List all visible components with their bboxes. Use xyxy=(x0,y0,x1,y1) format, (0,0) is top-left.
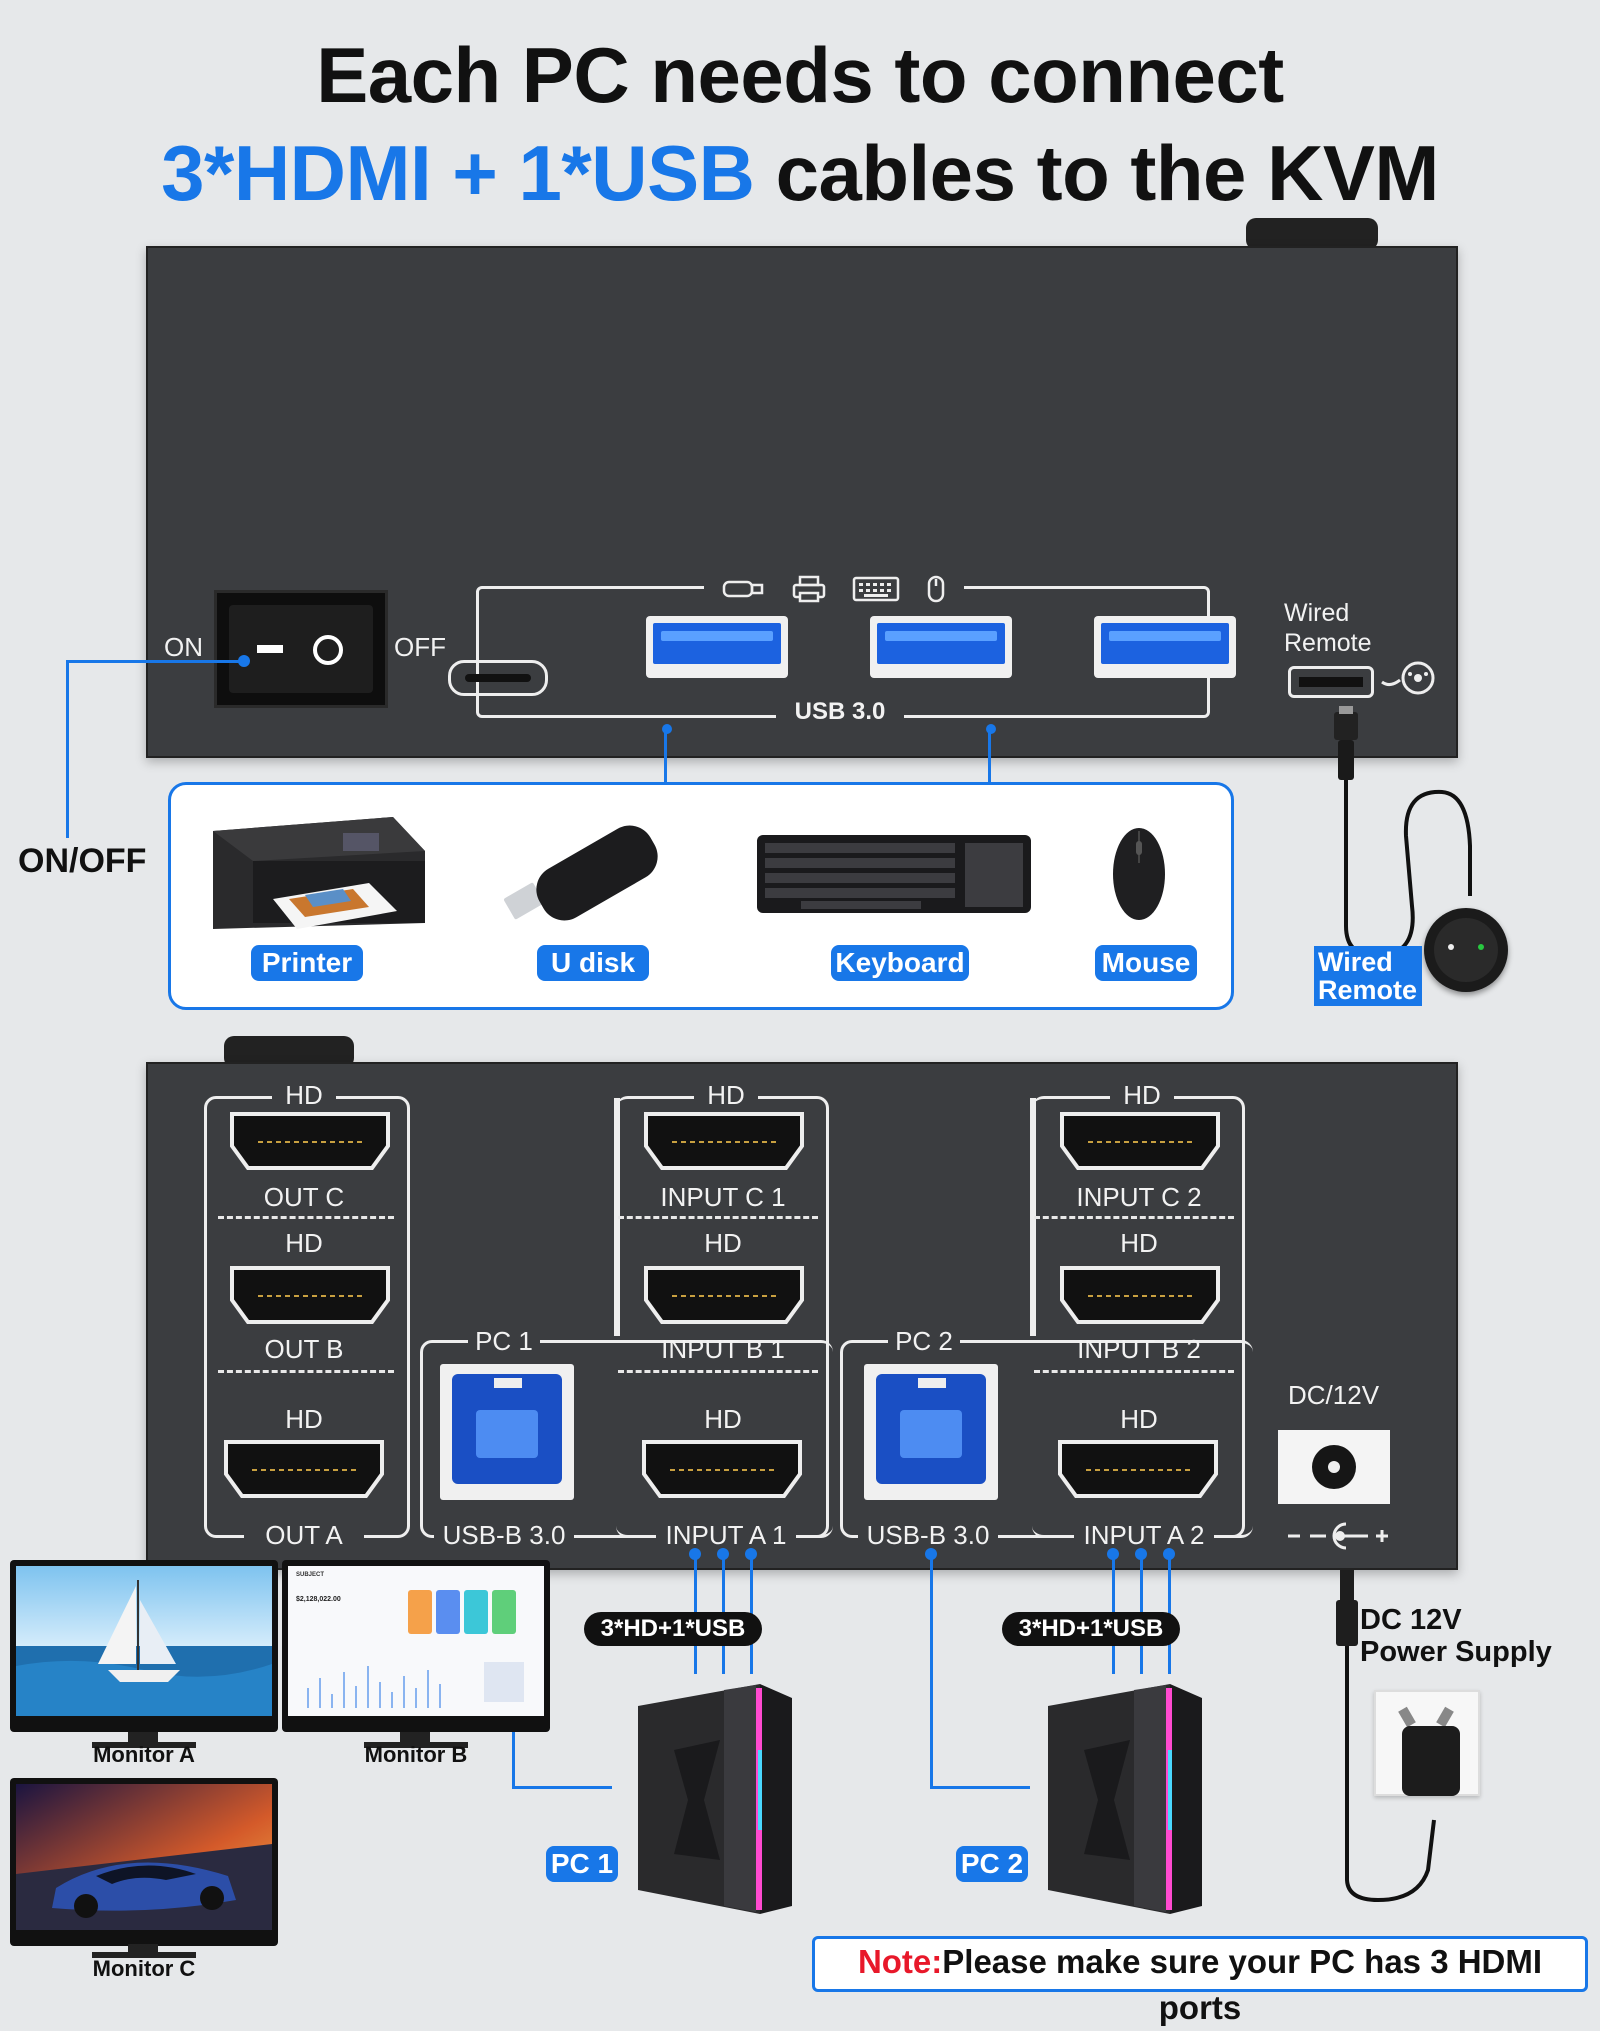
power-adapter xyxy=(1402,1726,1460,1796)
note-prefix: Note: xyxy=(857,1943,943,1980)
monitor-b-label: Monitor B xyxy=(364,1742,468,1767)
keyboard-label: Keyboard xyxy=(831,945,969,981)
on-off-callout: ON/OFF xyxy=(18,842,147,880)
dc-power-cable xyxy=(1336,1570,1436,1903)
headline-line-2: 3*HDMI + 1*USB cables to the KVM xyxy=(0,128,1600,219)
input-b1-label: INPUT B 1 xyxy=(661,1334,785,1364)
hd-label-in-a1: HD xyxy=(704,1404,742,1434)
out-a-label: OUT A xyxy=(244,1520,364,1551)
wired-remote-port[interactable] xyxy=(1288,666,1374,698)
printer-icon xyxy=(213,817,425,929)
monitor-a xyxy=(10,1560,278,1732)
dc-label: DC/12V xyxy=(1288,1380,1380,1410)
switch-on-label: ON xyxy=(164,632,203,662)
usb-c-port[interactable] xyxy=(448,660,548,696)
mouse-icon xyxy=(1113,828,1165,920)
power-switch[interactable] xyxy=(214,590,388,708)
usb-b-label-pc1: USB-B 3.0 xyxy=(434,1520,574,1551)
monitor-c xyxy=(10,1778,278,1946)
input-c2-label: INPUT C 2 xyxy=(1076,1182,1202,1212)
dc-power-jack[interactable] xyxy=(1278,1430,1390,1504)
hdmi-port-out-c[interactable] xyxy=(228,1110,392,1172)
pc-1-label: PC 1 xyxy=(546,1846,618,1882)
usb-drive-icon xyxy=(722,580,764,598)
hdmi-port-input-c1[interactable] xyxy=(642,1110,806,1172)
peripherals-box: Printer U disk Keyboard Mouse xyxy=(168,782,1234,1010)
front-knob xyxy=(1246,218,1378,250)
input-a1-label: INPUT A 1 xyxy=(656,1520,796,1551)
pc-2-tower xyxy=(1048,1684,1202,1914)
hd-label-out-a: HD xyxy=(285,1404,323,1434)
dc-polarity-icon xyxy=(1288,1522,1388,1550)
usb-a-port-3[interactable] xyxy=(1094,616,1236,678)
kvm-front-panel: ON OFF USB 3.0 Wired Remote xyxy=(146,246,1458,758)
pc1-bracket-label: PC 1 xyxy=(468,1326,540,1357)
port-icons-strip xyxy=(704,574,964,604)
hd-label-in-b2: HD xyxy=(1120,1228,1158,1258)
hd-label-in-c2: HD xyxy=(1110,1080,1174,1111)
headline-rest: cables to the KVM xyxy=(754,129,1440,217)
usb-a-port-2[interactable] xyxy=(870,616,1012,678)
pc-1-tower xyxy=(638,1684,792,1914)
input-c1-label: INPUT C 1 xyxy=(660,1182,786,1212)
pc1-cable-bundle-label: 3*HD+1*USB xyxy=(584,1612,762,1646)
monitor-b-amount: $2,128,022.00 xyxy=(296,1596,341,1603)
usb-b-port-pc1[interactable] xyxy=(440,1364,574,1500)
hdmi-port-out-b[interactable] xyxy=(228,1264,392,1326)
hd-label-out-c: HD xyxy=(272,1080,336,1111)
hdmi-port-input-b2[interactable] xyxy=(1058,1264,1222,1326)
out-c-label: OUT C xyxy=(263,1182,345,1212)
monitor-b-app-name: SUBJECT xyxy=(296,1572,325,1578)
pc2-bracket-label: PC 2 xyxy=(888,1326,960,1357)
usb-3-label: USB 3.0 xyxy=(776,696,904,728)
wired-remote-port-label: Wired Remote xyxy=(1284,599,1372,657)
usb-b-label-pc2: USB-B 3.0 xyxy=(858,1520,998,1551)
keyboard-icon xyxy=(757,835,1031,913)
monitor-a-label: Monitor A xyxy=(93,1742,195,1767)
note-box: Note:Please make sure your PC has 3 HDMI… xyxy=(812,1936,1588,2026)
switch-off-label: OFF xyxy=(394,632,446,662)
hdmi-port-out-a[interactable] xyxy=(222,1438,386,1500)
mouse-label: Mouse xyxy=(1095,945,1197,981)
hdmi-port-input-a2[interactable] xyxy=(1056,1438,1220,1500)
pc-2-label: PC 2 xyxy=(956,1846,1028,1882)
remote-jack-icon xyxy=(1381,661,1435,695)
input-b2-label: INPUT B 2 xyxy=(1077,1334,1201,1364)
note-text: Please make sure your PC has 3 HDMI port… xyxy=(942,1943,1543,2026)
headline-highlight: 3*HDMI + 1*USB xyxy=(161,129,755,217)
usb-a-port-1[interactable] xyxy=(646,616,788,678)
hd-label-in-c1: HD xyxy=(694,1080,758,1111)
usb-b-port-pc2[interactable] xyxy=(864,1364,998,1500)
hdmi-port-input-c2[interactable] xyxy=(1058,1110,1222,1172)
keyboard-icon xyxy=(852,576,900,602)
hdmi-port-input-b1[interactable] xyxy=(642,1264,806,1326)
printer-label: Printer xyxy=(251,945,363,981)
mouse-icon xyxy=(927,575,945,603)
kvm-rear-panel: HD HD HD OUT C INPUT C 1 INPUT C 2 HD HD… xyxy=(146,1062,1458,1570)
hdmi-port-input-a1[interactable] xyxy=(640,1438,804,1500)
wired-remote-label: Wired Remote xyxy=(1314,946,1422,1006)
hd-label-out-b: HD xyxy=(285,1228,323,1258)
udisk-label: U disk xyxy=(537,945,649,981)
usb-drive-icon xyxy=(504,825,658,921)
out-b-label: OUT B xyxy=(264,1334,344,1364)
input-a2-label: INPUT A 2 xyxy=(1074,1520,1214,1551)
pc2-cable-bundle-label: 3*HD+1*USB xyxy=(1002,1612,1180,1646)
monitor-c-label: Monitor C xyxy=(92,1956,196,1981)
hd-label-in-b1: HD xyxy=(704,1228,742,1258)
printer-icon xyxy=(792,575,826,603)
hd-label-in-a2: HD xyxy=(1120,1404,1158,1434)
monitor-b: SUBJECT $2,128,022.00 xyxy=(282,1560,550,1732)
power-supply-label: DC 12V Power Supply xyxy=(1360,1604,1552,1668)
headline-line-1: Each PC needs to connect xyxy=(316,31,1284,119)
wired-remote-puck[interactable] xyxy=(1424,908,1508,992)
